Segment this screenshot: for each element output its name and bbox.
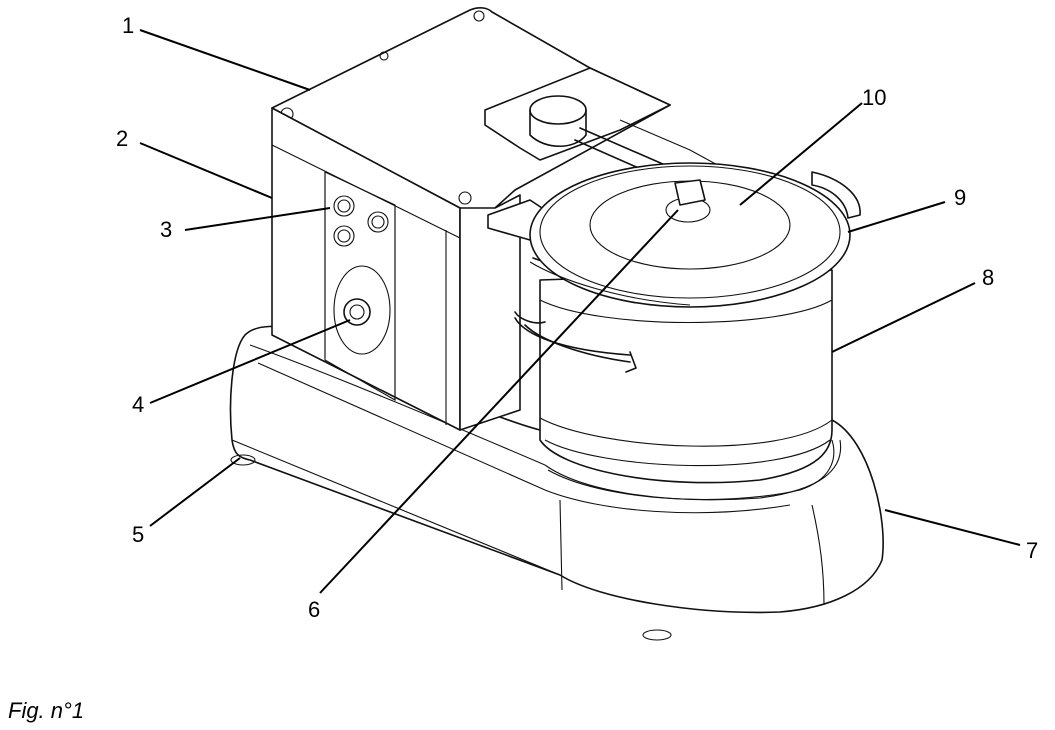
leader-6 xyxy=(319,209,679,594)
leader-4 xyxy=(149,319,351,404)
callout-2: 2 xyxy=(116,126,128,151)
leader-10 xyxy=(739,102,863,206)
lid xyxy=(529,162,861,308)
figure-caption: Fig. n°1 xyxy=(8,698,85,723)
callout-1: 1 xyxy=(122,13,134,38)
leader-7 xyxy=(884,509,1021,546)
leader-3 xyxy=(184,207,331,231)
motor-housing xyxy=(271,7,671,431)
bowl xyxy=(514,269,833,484)
callout-10: 10 xyxy=(862,85,886,110)
callout-5: 5 xyxy=(132,522,144,547)
leader-8 xyxy=(831,282,976,353)
callout-9: 9 xyxy=(954,185,966,210)
leader-lines xyxy=(139,29,1021,594)
callout-numbers: 1 2 3 4 5 6 7 8 9 10 xyxy=(116,13,1038,622)
leader-9 xyxy=(847,201,946,233)
leader-2 xyxy=(139,142,273,199)
callout-3: 3 xyxy=(160,217,172,242)
callout-7: 7 xyxy=(1026,538,1038,563)
leader-5 xyxy=(149,457,241,527)
callout-6: 6 xyxy=(308,597,320,622)
callout-8: 8 xyxy=(982,265,994,290)
leader-1 xyxy=(139,29,311,91)
callout-4: 4 xyxy=(132,392,144,417)
